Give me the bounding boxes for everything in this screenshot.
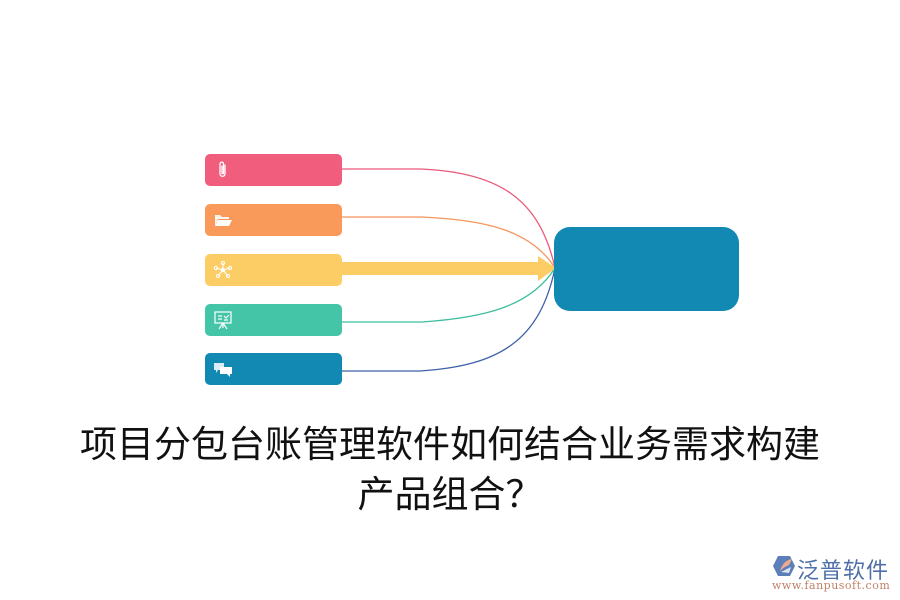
link-1 bbox=[342, 168, 556, 269]
node-presentation[interactable] bbox=[205, 304, 342, 336]
link-4 bbox=[342, 267, 556, 323]
fanpusoft-logo: 泛普软件 www.fanpusoft.com bbox=[770, 553, 894, 593]
link-3-arrow-head bbox=[538, 256, 556, 281]
link-3-arrow-shaft bbox=[340, 262, 540, 275]
fanpu-logo-icon bbox=[773, 556, 795, 576]
logo-url-text: www.fanpusoft.com bbox=[772, 579, 891, 592]
presentation-board-icon bbox=[214, 311, 232, 330]
center-node[interactable] bbox=[554, 227, 739, 311]
chat-bubbles-icon bbox=[214, 363, 232, 377]
page-title-line-1: 项目分包台账管理软件如何结合业务需求构建 bbox=[80, 423, 820, 466]
paperclip-icon bbox=[219, 161, 226, 177]
node-chat[interactable] bbox=[205, 353, 342, 385]
link-2 bbox=[342, 216, 556, 269]
folder-open-icon bbox=[215, 215, 232, 226]
logo-brand-text: 泛普软件 bbox=[797, 559, 890, 584]
node-attachment[interactable] bbox=[205, 154, 342, 186]
node-network[interactable] bbox=[205, 254, 342, 286]
page-title-line-2: 产品组合？ bbox=[357, 473, 543, 516]
link-5 bbox=[342, 267, 556, 372]
node-folder[interactable] bbox=[205, 204, 342, 236]
network-hub-icon bbox=[213, 260, 233, 279]
